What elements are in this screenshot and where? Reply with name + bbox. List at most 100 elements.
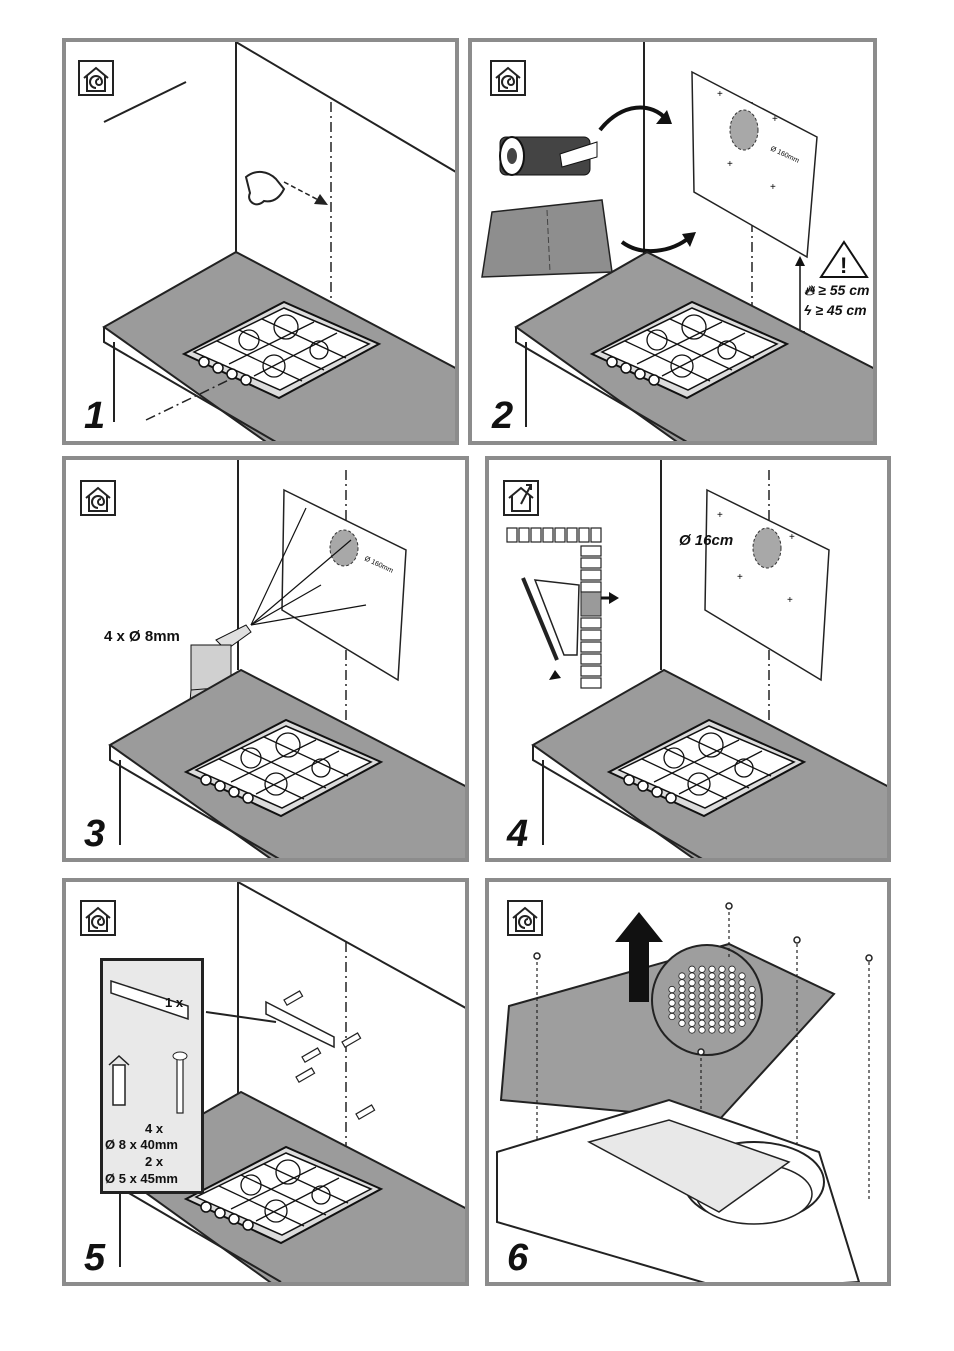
grille-hole [678,985,686,994]
fixings-inset-box: 1 x 4 x Ø 8 x 40mm 2 x Ø 5 x 45mm [100,958,204,1194]
grille-holes [668,965,756,1034]
grille-hole [718,1006,726,1014]
screw-size: Ø 5 x 45mm [105,1171,178,1186]
step-number: 1 [84,395,106,437]
grille-hole [708,972,716,980]
bracket-quantity: 1 x [165,995,184,1010]
grille-hole [688,992,696,1000]
svg-text:+: + [787,595,793,606]
grille-hole [728,979,736,987]
wall-marking-illustration [102,42,455,441]
gas-flame-icon: 🔥︎ [804,282,815,298]
recirculation-mode-icon [490,60,526,96]
exhaust-mode-icon [503,480,539,516]
step-number: 5 [84,1237,106,1279]
grille-hole [748,1012,756,1021]
panel-step-4: + + + + Ø 16cm 4 [485,456,891,862]
grille-hole [708,985,716,994]
grille-hole [738,979,746,987]
grille-hole [748,1006,756,1014]
grille-hole [688,979,696,987]
screw-quantity: 2 x [145,1154,164,1169]
grille-hole [738,1012,746,1021]
svg-text:+: + [717,89,723,100]
grille-hole [678,1006,686,1014]
wall-plug-quantity: 4 x [145,1121,164,1136]
step-number: 2 [492,395,514,437]
svg-text:+: + [737,572,743,583]
grille-hole [718,985,726,994]
panel-step-6: 6 [485,878,891,1286]
grille-hole [718,979,726,987]
gas-hob-distance-label: 🔥︎ ≥ 55 cm [804,282,870,298]
grille-hole [718,972,726,980]
grille-hole [728,992,736,1000]
recirculation-mode-icon [507,900,543,936]
grille-hole [668,1006,676,1014]
grille-hole [718,992,726,1000]
drilling-illustration: Ø 160mm [108,460,465,858]
step-number: 4 [507,813,529,855]
grille-hole [708,965,716,973]
svg-text:+: + [717,510,723,521]
grille-hole [738,1006,746,1014]
drill-hole-label: 4 x Ø 8mm [104,628,180,645]
grille-hole [728,1012,736,1021]
grille-hole [738,1019,746,1027]
grille-hole [748,999,756,1007]
grille-hole [688,965,696,973]
recirculation-mode-icon [78,60,114,96]
grille-hole [738,985,746,994]
fixings-illustration [108,979,189,1114]
grille-hole [698,965,706,973]
panel-step-1: 1 [62,38,459,445]
cover-removal-illustration [496,902,873,1282]
svg-text:!: ! [840,253,847,278]
grille-hole [698,1019,706,1027]
grille-hole [748,992,756,1000]
grille-hole [708,992,716,1000]
grille-hole [728,1019,736,1027]
svg-text:+: + [770,182,776,193]
wall-plug-size: Ø 8 x 40mm [105,1137,178,1152]
svg-text:+: + [789,532,795,543]
wall-hole-illustration: + + + + [506,460,887,858]
grille-hole [728,972,736,980]
grille-hole [718,965,726,973]
panel-step-3: Ø 160mm 4 x Ø 8mm 3 [62,456,469,862]
grille-hole [668,985,676,994]
grille-hole [678,1019,686,1027]
grille-hole [718,1012,726,1021]
grille-hole [708,999,716,1007]
grille-hole [748,985,756,994]
grille-hole [688,972,696,980]
grille-hole [678,992,686,1000]
grille-hole [678,999,686,1007]
recirculation-mode-icon [80,480,116,516]
grille-hole [738,992,746,1000]
step-number: 6 [507,1237,529,1279]
wall-hole-diameter-label: Ø 16cm [679,532,734,549]
grille-hole [698,1006,706,1014]
grille-hole [708,979,716,987]
grille-hole [678,972,686,980]
grille-hole [718,1026,726,1034]
grille-hole [688,999,696,1007]
grille-hole [698,985,706,994]
grille-hole [728,1026,736,1034]
grille-hole [688,1026,696,1034]
grille-hole [668,999,676,1007]
grille-hole [678,979,686,987]
svg-text:+: + [727,159,733,170]
grille-hole [698,999,706,1007]
grille-hole [688,985,696,994]
grille-hole [708,1026,716,1034]
grille-hole [728,985,736,994]
grille-hole [708,1006,716,1014]
grille-hole [738,999,746,1007]
grille-hole [698,972,706,980]
grille-hole [718,1019,726,1027]
template-positioning-illustration: Ø 160mm ++ ++ ! [481,42,873,441]
grille-hole [738,972,746,980]
panel-step-5: 1 x 4 x Ø 8 x 40mm 2 x Ø 5 x 45mm 5 [62,878,469,1286]
